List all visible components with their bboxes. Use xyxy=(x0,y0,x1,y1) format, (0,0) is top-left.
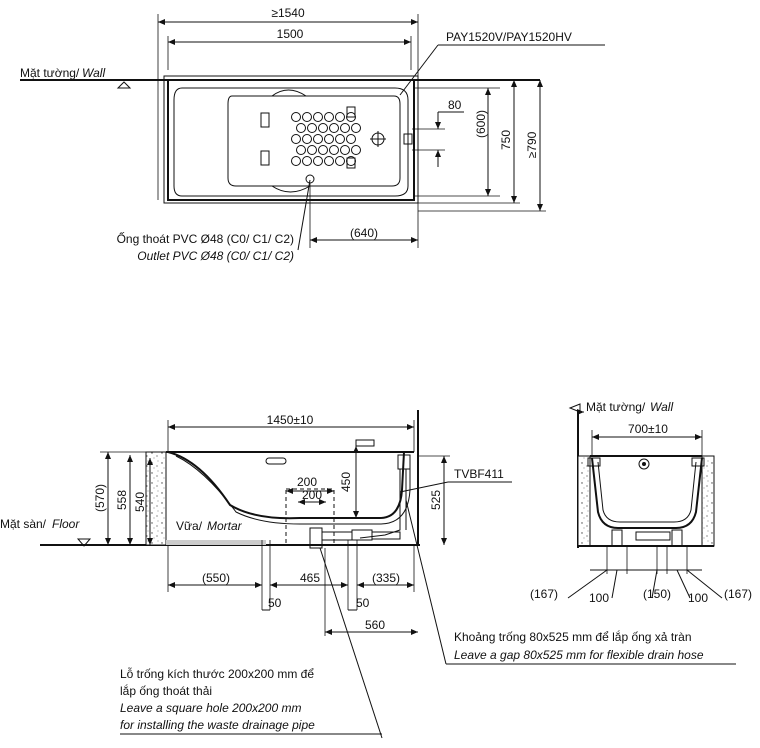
dim-600: (600) xyxy=(474,110,488,138)
dim-640: (640) xyxy=(350,226,378,240)
gap-note-en: Leave a gap 80x525 mm for flexible drain… xyxy=(454,648,704,662)
end-wall-label-en: Wall xyxy=(650,400,673,414)
dim-525: 525 xyxy=(429,490,443,510)
anti-slip-dot xyxy=(324,112,334,122)
anti-slip-dot xyxy=(329,145,339,155)
dim-50-a: 50 xyxy=(268,596,282,610)
anti-slip-dot xyxy=(302,156,312,166)
outlet-label-en: Outlet PVC Ø48 (C0/ C1/ C2) xyxy=(137,249,294,263)
anti-slip-dot xyxy=(291,156,301,166)
anti-slip-dot xyxy=(335,156,345,166)
model-label: PAY1520V/PAY1520HV xyxy=(446,30,572,44)
hole-note-vi-2: lắp ống thoát thải xyxy=(120,683,212,698)
dim-558: 558 xyxy=(115,490,129,510)
side-section-view: 1450±10 Mặt sàn/ Floor 200 200 Vữ xyxy=(0,410,736,739)
dim-790: ≥790 xyxy=(525,131,539,158)
anti-slip-dot xyxy=(291,112,301,122)
dim-560: 560 xyxy=(365,618,385,632)
dim-100-b: 100 xyxy=(688,591,708,605)
dim-100-a: 100 xyxy=(589,591,609,605)
anti-slip-dot xyxy=(340,123,350,133)
anti-slip-dot xyxy=(335,134,345,144)
dim-550: (550) xyxy=(202,571,230,585)
outlet-label-vi: Ống thoát PVC Ø48 (C0/ C1/ C2) xyxy=(117,231,294,246)
mortar-label-vi: Vữa/ xyxy=(176,519,203,533)
mortar-label-en: Mortar xyxy=(207,519,243,533)
dim-50-b: 50 xyxy=(356,596,370,610)
dim-700: 700±10 xyxy=(628,422,668,436)
anti-slip-dot xyxy=(313,134,323,144)
anti-slip-dot xyxy=(346,134,356,144)
anti-slip-dot xyxy=(296,145,306,155)
anti-slip-dot xyxy=(346,156,356,166)
anti-slip-dot xyxy=(291,134,301,144)
dim-450: 450 xyxy=(339,472,353,492)
anti-slip-dot xyxy=(324,134,334,144)
anti-slip-dot xyxy=(302,134,312,144)
anti-slip-dot xyxy=(346,112,356,122)
dim-200-a: 200 xyxy=(297,475,317,489)
dim-465: 465 xyxy=(300,571,320,585)
anti-slip-dot xyxy=(351,123,361,133)
dim-750: 750 xyxy=(499,130,513,150)
end-section-view: Mặt tường/ Wall 700±10 (167) 100 xyxy=(530,400,752,605)
anti-slip-dot xyxy=(296,123,306,133)
dim-540: 540 xyxy=(133,492,147,512)
anti-slip-dot xyxy=(307,123,317,133)
anti-slip-dot xyxy=(324,156,334,166)
dim-200-b: 200 xyxy=(302,488,322,502)
dim-167-b: (167) xyxy=(724,587,752,601)
anti-slip-dot xyxy=(335,112,345,122)
anti-slip-pattern xyxy=(291,112,361,166)
wall-label-vi: Mặt tường/ xyxy=(20,66,80,80)
plan-view: ≥1540 1500 Mặt tường/ Wall PAY1520V/PAY1… xyxy=(20,6,605,263)
anti-slip-dot xyxy=(351,145,361,155)
hole-note-vi-1: Lỗ trống kích thước 200x200 mm để xyxy=(120,666,314,681)
anti-slip-dot xyxy=(302,112,312,122)
hole-note-en-1: Leave a square hole 200x200 mm xyxy=(120,701,301,715)
dim-1450: 1450±10 xyxy=(267,413,314,427)
hole-note-en-2: for installing the waste drainage pipe xyxy=(120,718,315,732)
dim-150: (150) xyxy=(643,587,671,601)
anti-slip-dot xyxy=(318,123,328,133)
dim-width-1500: 1500 xyxy=(277,27,304,41)
trap-model: TVBF411 xyxy=(454,467,504,481)
wall-label-en: Wall xyxy=(82,66,105,80)
anti-slip-dot xyxy=(340,145,350,155)
dim-total-1540: ≥1540 xyxy=(271,6,305,20)
anti-slip-dot xyxy=(313,156,323,166)
anti-slip-dot xyxy=(329,123,339,133)
anti-slip-dot xyxy=(307,145,317,155)
dim-335: (335) xyxy=(372,571,400,585)
floor-label-en: Floor xyxy=(52,517,80,531)
dim-570: (570) xyxy=(93,484,107,512)
dim-80: 80 xyxy=(448,98,462,112)
end-wall-label-vi: Mặt tường/ xyxy=(586,400,646,414)
anti-slip-dot xyxy=(313,112,323,122)
gap-note-vi: Khoảng trống 80x525 mm để lắp ống xả trà… xyxy=(454,629,692,644)
dim-167-a: (167) xyxy=(530,587,558,601)
floor-label-vi: Mặt sàn/ xyxy=(0,517,47,531)
anti-slip-dot xyxy=(318,145,328,155)
